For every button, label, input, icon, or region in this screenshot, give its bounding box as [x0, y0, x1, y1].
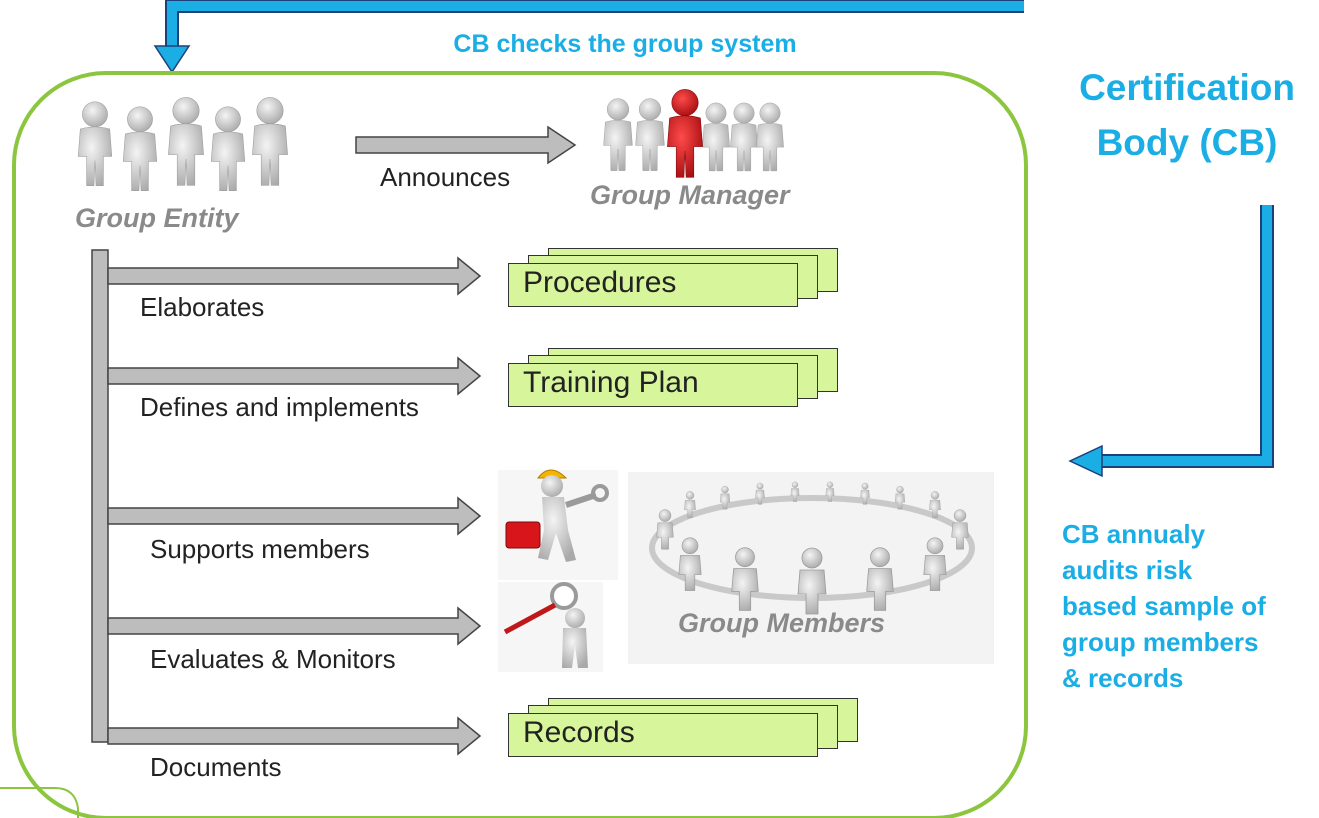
cb-title-line-1: Certification: [1079, 67, 1295, 108]
cb-audit-line: CB annualy: [1062, 519, 1206, 549]
doc-sheet: [508, 263, 798, 307]
action-defines-implements: Defines and implements: [140, 392, 419, 422]
group-manager-figures: [603, 88, 785, 178]
cb-audit-line: & records: [1062, 663, 1184, 693]
action-supports-members: Supports members: [150, 534, 370, 564]
cb-title-line-2: Body (CB): [1096, 122, 1278, 163]
doc-sheet: [508, 713, 818, 757]
certification-body-title: Certification Body (CB): [1052, 60, 1319, 170]
doc-procedures: Procedures: [508, 248, 848, 318]
doc-training-plan: Training Plan: [508, 348, 848, 418]
action-elaborates: Elaborates: [140, 292, 265, 322]
process-trunk: [91, 249, 109, 743]
action-documents: Documents: [150, 752, 282, 782]
cb-check-caption: CB checks the group system: [453, 30, 797, 58]
announces-arrow: [355, 125, 577, 165]
corner-fragment: [0, 787, 79, 818]
group-members-figures: [628, 472, 994, 664]
group-entity-label: Group Entity: [75, 203, 239, 233]
branch-arrows: [107, 256, 482, 756]
support-worker-figure: [498, 469, 618, 580]
group-entity-figures: [77, 96, 289, 192]
doc-records-label: Records: [523, 716, 635, 749]
doc-training-plan-label: Training Plan: [523, 366, 699, 399]
doc-procedures-label: Procedures: [523, 266, 677, 299]
cb-audit-line: based sample of: [1062, 591, 1266, 621]
cb-audit-line: group members: [1062, 627, 1259, 657]
action-evaluates-monitors: Evaluates & Monitors: [150, 644, 396, 674]
announces-label: Announces: [380, 162, 511, 192]
cb-check-arrow: [153, 0, 1024, 74]
cb-audit-arrow: [1068, 205, 1274, 478]
cb-audit-text: CB annualy audits risk based sample of g…: [1062, 516, 1312, 696]
group-manager-label: Group Manager: [590, 180, 790, 210]
group-boundary: [12, 71, 1028, 818]
evaluator-figure: [498, 582, 603, 672]
cb-audit-line: audits risk: [1062, 555, 1193, 585]
doc-records: Records: [508, 698, 858, 768]
doc-sheet: [508, 363, 798, 407]
group-members-label: Group Members: [678, 608, 886, 638]
